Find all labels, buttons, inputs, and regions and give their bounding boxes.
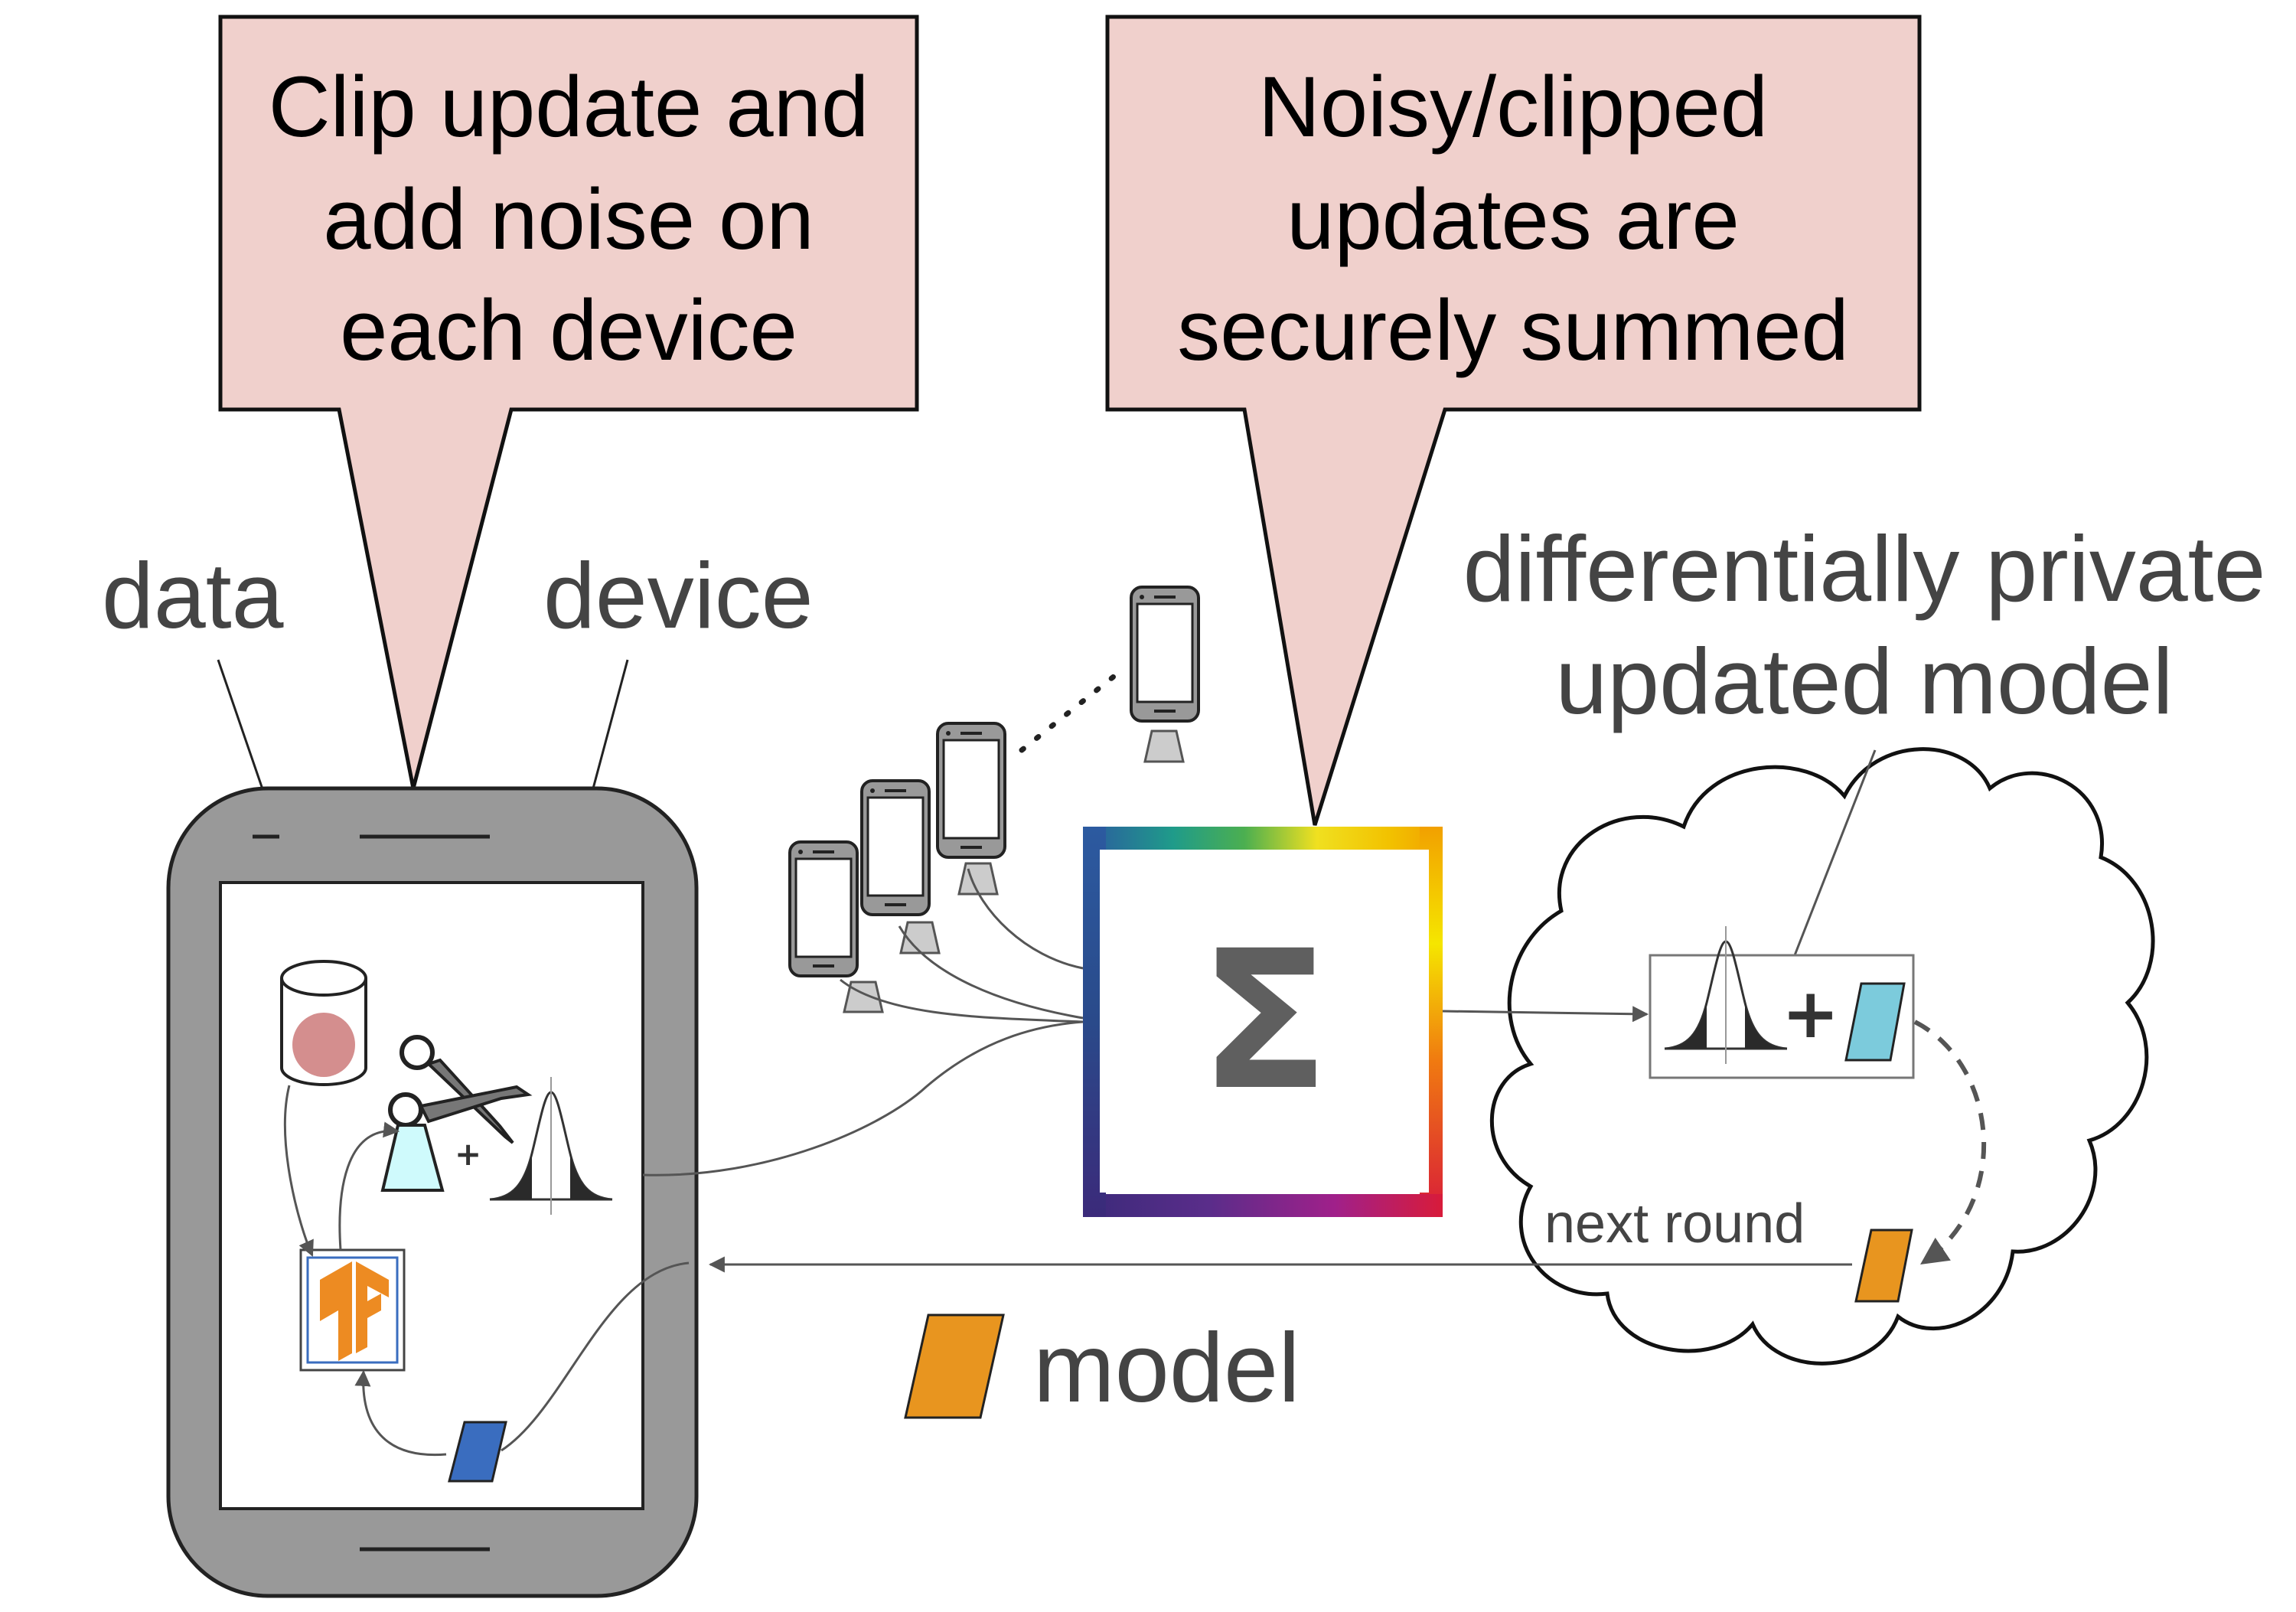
callout-left: Clip update and add noise on each device [218, 15, 919, 789]
callout-left-line-3: each device [340, 282, 797, 378]
tf-to-update-arrow [338, 1121, 400, 1251]
phone-icon-2 [860, 779, 931, 916]
local-model-shape [448, 1421, 507, 1483]
more-devices-dots [1019, 671, 1120, 753]
callout-right-line-3: securely summed [1177, 282, 1849, 378]
next-round-label: next round [1544, 1193, 1805, 1255]
model-legend-shape [904, 1313, 1005, 1419]
clipped-update-shape [380, 1124, 445, 1192]
noise-plus-sign: + [1782, 974, 1839, 1054]
noise-plus-model-box: + [1649, 925, 1915, 1079]
sum-to-model-arrow [1442, 1006, 1649, 1023]
phone-update-4 [1143, 729, 1185, 763]
model-incoming-line [501, 1261, 690, 1452]
phone-update-3 [957, 862, 999, 896]
model-to-tf-arrow [354, 1369, 447, 1457]
phone-icon-4 [1130, 586, 1200, 723]
device-pointer-line [592, 659, 629, 789]
model-legend: model [904, 1313, 1300, 1423]
device-to-sum [642, 1020, 1084, 1176]
database-icon [280, 960, 367, 1086]
phone-1-to-sum [840, 978, 1084, 1023]
dp-model-pointer-line [1793, 749, 1877, 956]
dp-model-shape [1844, 982, 1906, 1062]
phone-update-2 [899, 921, 941, 954]
data-to-tf-arrow [284, 1085, 314, 1257]
callout-left-line-1: Clip update and [269, 59, 869, 155]
callout-left-line-2: add noise on [323, 171, 814, 267]
device-phone [166, 786, 699, 1598]
dp-model-label-line-2: updated model [1555, 629, 2173, 733]
sigma-symbol: Σ [1199, 909, 1330, 1132]
clip-plus-sign: + [455, 1135, 481, 1173]
phone-2-to-sum [898, 925, 1084, 1020]
secure-sum-box: Σ [1083, 827, 1443, 1217]
phone-icon-3 [936, 722, 1006, 859]
phone-icon-1 [788, 840, 859, 977]
device-label: device [543, 543, 814, 648]
next-round-model-shape [1854, 1229, 1913, 1303]
dp-to-next-round-arrow [1913, 1020, 1987, 1265]
phone-3-to-sum [967, 868, 1084, 970]
callout-right: Noisy/clipped updates are securely summe… [1105, 15, 1922, 826]
scissors-icon [388, 1035, 533, 1144]
data-label: data [102, 543, 284, 648]
callout-right-line-2: updates are [1287, 171, 1740, 267]
callout-right-line-1: Noisy/clipped [1258, 59, 1768, 155]
tensorflow-logo-icon [299, 1248, 406, 1372]
dp-model-label-line-1: differentially private [1463, 517, 2266, 621]
model-legend-label: model [1033, 1313, 1300, 1423]
